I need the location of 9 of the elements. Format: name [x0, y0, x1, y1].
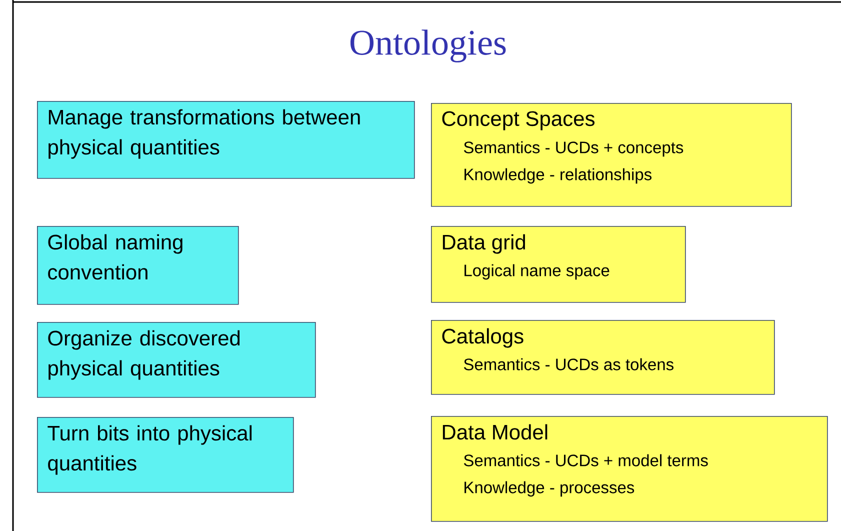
title: Ontologies: [350, 30, 506, 62]
text-box: Data grid Logical name space: [431, 226, 686, 303]
text-box: Turn bits into physical quantities: [37, 417, 294, 493]
text-box: Global naming convention: [37, 226, 239, 305]
text-box: Data Model Semantics - UCDs + model terms Knowledge - processes: [431, 416, 828, 522]
text-box: Manage transformations between physical quantities: [37, 101, 415, 179]
text-box: Organize discovered physical quantities: [37, 322, 316, 398]
text-box: Catalogs Semantics - UCDs as tokens: [431, 320, 775, 395]
text-box: Concept Spaces Semantics - UCDs + concepts Knowledge - relationships: [431, 103, 792, 207]
